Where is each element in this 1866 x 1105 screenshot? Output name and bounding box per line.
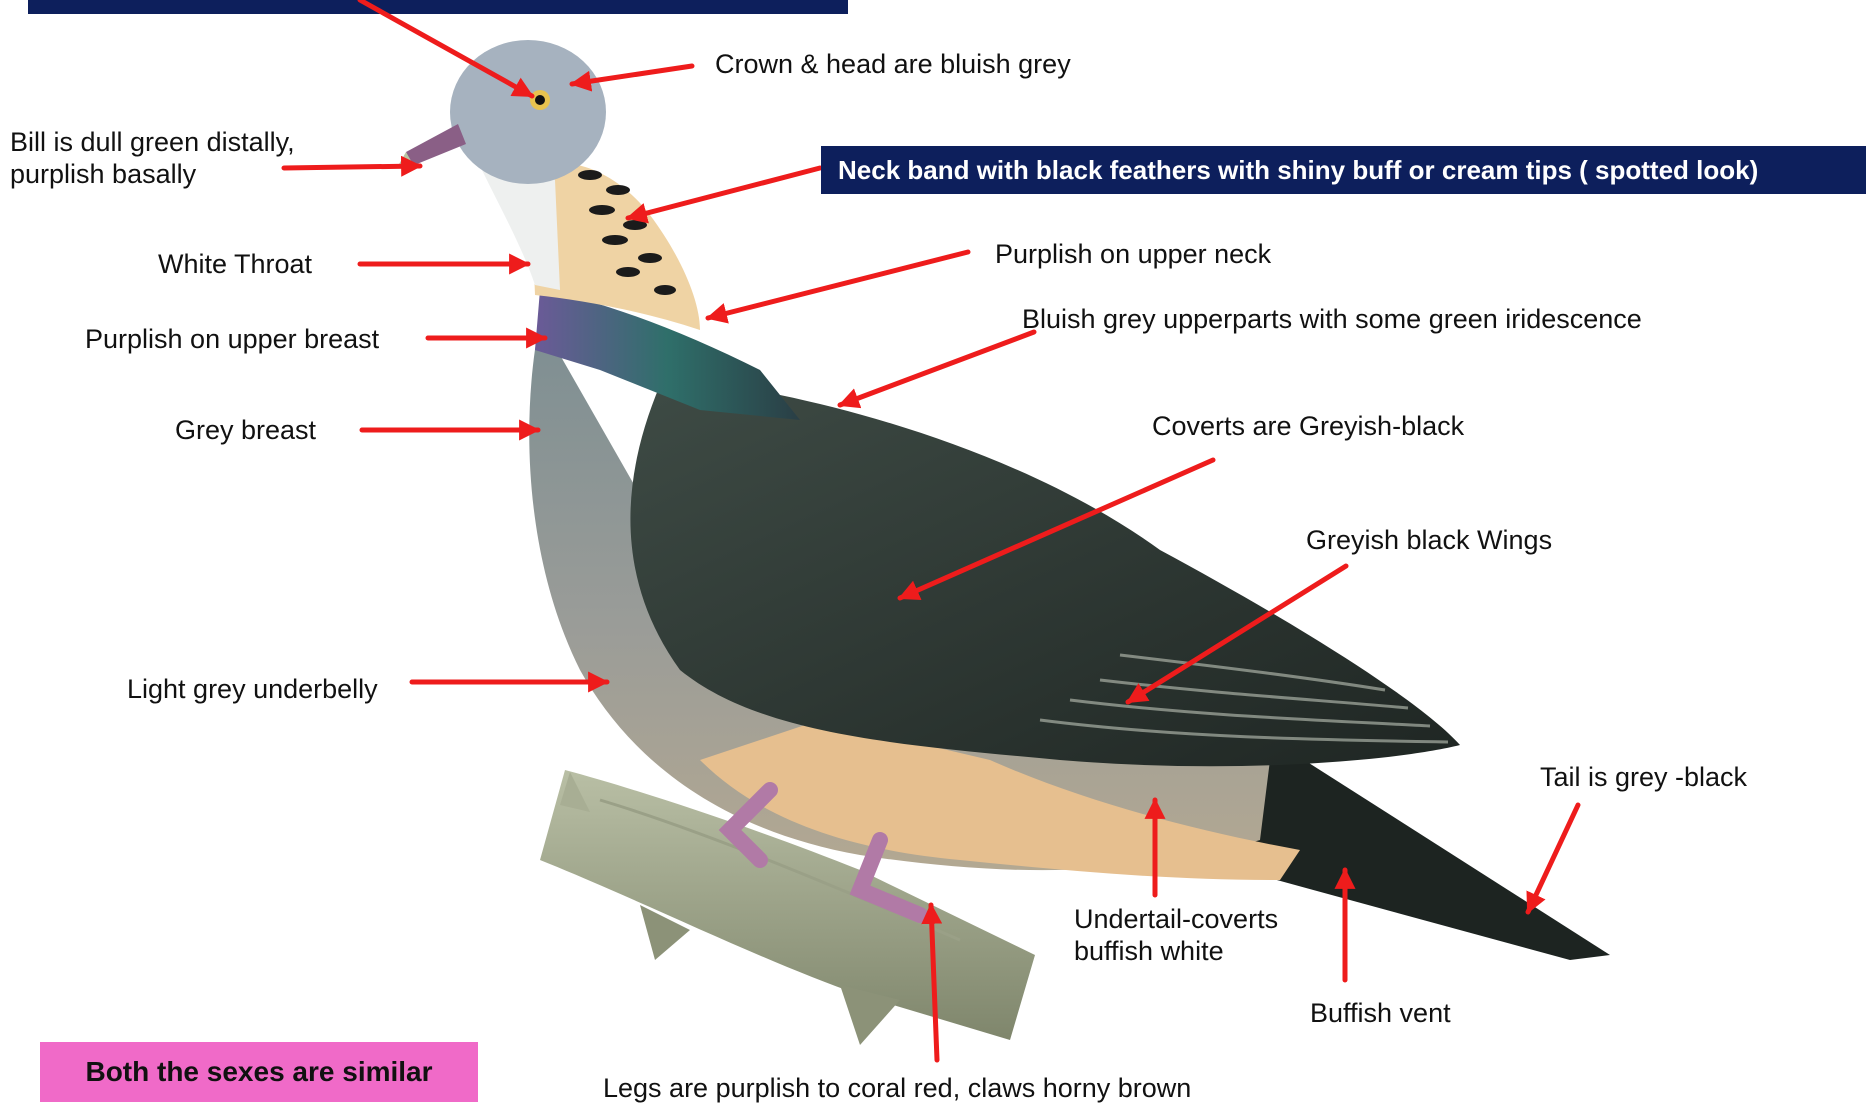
sexes-note: Both the sexes are similar	[40, 1042, 478, 1102]
label-legs: Legs are purplish to coral red, claws ho…	[603, 1072, 1191, 1104]
label-upperparts: Bluish grey upperparts with some green i…	[1022, 303, 1642, 335]
arrow-upperparts	[840, 332, 1034, 405]
arrow-bill	[284, 166, 420, 168]
label-throat: White Throat	[158, 248, 312, 280]
label-bill: Bill is dull green distally, purplish ba…	[10, 126, 295, 191]
label-upper-breast: Purplish on upper breast	[85, 323, 379, 355]
label-underbelly: Light grey underbelly	[127, 673, 378, 705]
label-undertail: Undertail-coverts buffish white	[1074, 903, 1278, 968]
label-tail: Tail is grey -black	[1540, 761, 1747, 793]
top-banner-fragment	[28, 0, 848, 14]
label-grey-breast: Grey breast	[175, 414, 316, 446]
label-vent: Buffish vent	[1310, 997, 1451, 1029]
label-wings: Greyish black Wings	[1306, 524, 1552, 556]
arrow-neck-band	[628, 168, 820, 218]
bill	[406, 124, 466, 166]
arrow-upper-neck	[708, 252, 968, 318]
label-upper-neck: Purplish on upper neck	[995, 238, 1271, 270]
label-coverts: Coverts are Greyish-black	[1152, 410, 1464, 442]
label-crown: Crown & head are bluish grey	[715, 48, 1071, 80]
neck-band-banner: Neck band with black feathers with shiny…	[821, 146, 1866, 194]
arrow-tail	[1528, 805, 1578, 912]
